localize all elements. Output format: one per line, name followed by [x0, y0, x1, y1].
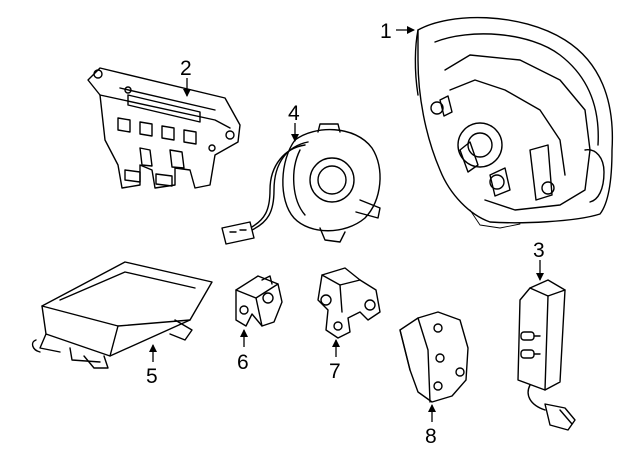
part-5-diagnostic-module [31, 261, 213, 369]
part-8-mounting-bracket [399, 311, 469, 403]
callout-6: 6 [237, 351, 249, 374]
part-2-sensor-bracket [87, 67, 241, 189]
part-3-impact-sensor [517, 279, 576, 431]
part-1-airbag-module [414, 16, 614, 229]
part-7-sensor-mount [317, 267, 381, 339]
callout-1: 1 [380, 20, 392, 43]
callout-5: 5 [146, 365, 158, 388]
part-6-side-sensor [235, 275, 283, 327]
callout-2: 2 [180, 57, 192, 80]
callout-3: 3 [533, 239, 545, 262]
callout-7: 7 [329, 360, 341, 383]
callout-4: 4 [288, 102, 300, 125]
part-4-clock-spring [221, 123, 381, 245]
callout-8: 8 [425, 425, 437, 448]
